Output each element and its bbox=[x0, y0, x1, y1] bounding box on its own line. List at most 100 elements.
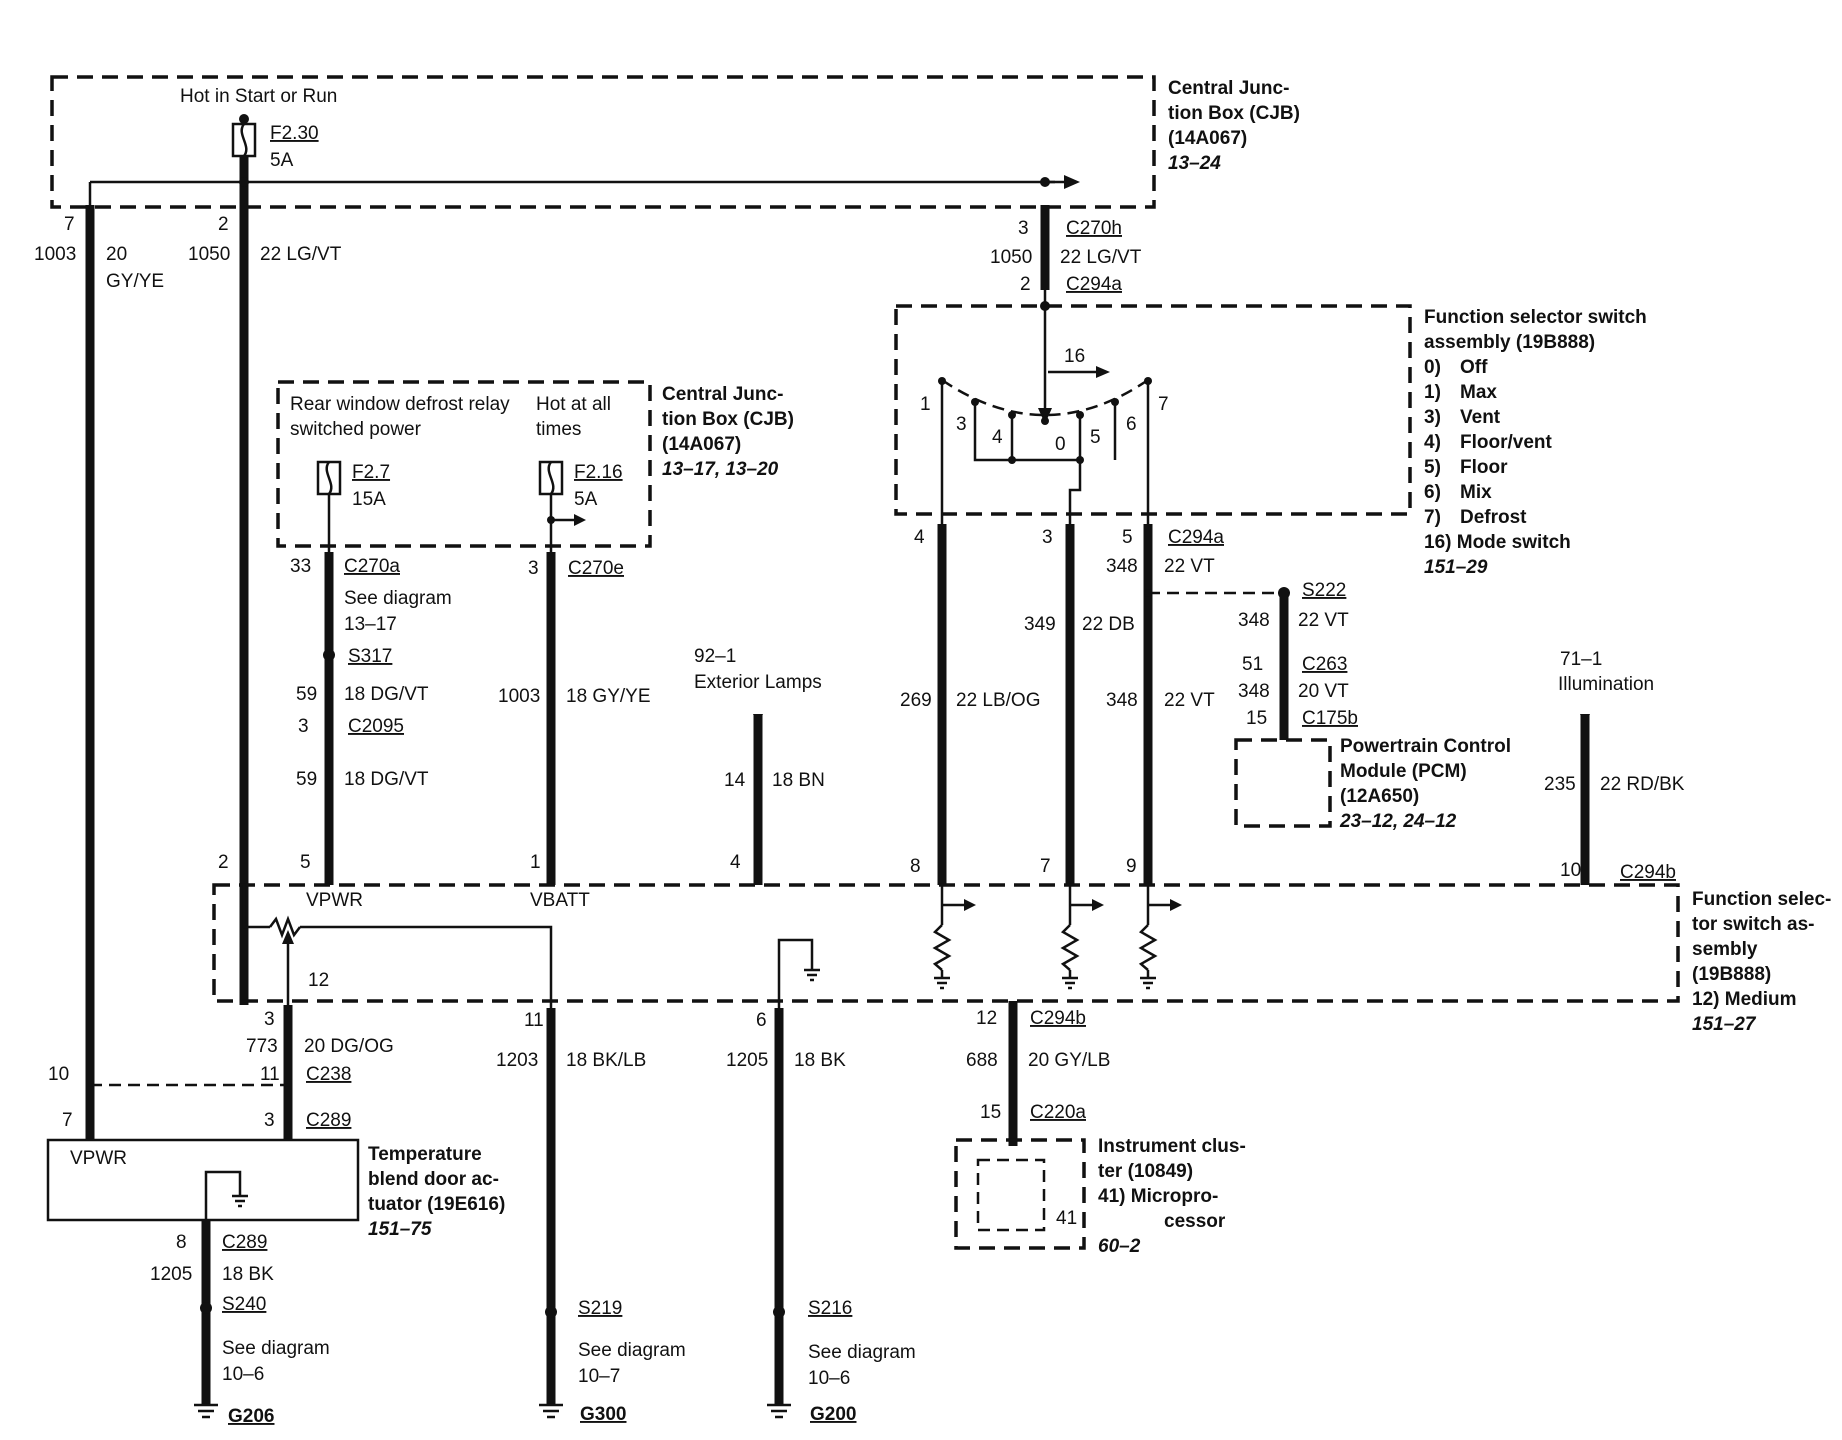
svg-text:1205: 1205 bbox=[150, 1264, 192, 1285]
resistor-ground-269 bbox=[932, 885, 976, 990]
svg-text:18 BN: 18 BN bbox=[772, 770, 825, 791]
svg-text:G206: G206 bbox=[228, 1406, 274, 1427]
svg-text:773: 773 bbox=[246, 1036, 278, 1057]
mode-switch-label: 16 bbox=[1064, 346, 1085, 367]
svg-text:10: 10 bbox=[1560, 860, 1581, 881]
svg-text:18 DG/VT: 18 DG/VT bbox=[344, 769, 429, 790]
svg-text:Max: Max bbox=[1460, 382, 1497, 403]
splice-s216 bbox=[773, 1306, 785, 1318]
svg-text:18 BK: 18 BK bbox=[222, 1264, 274, 1285]
function-selector-box bbox=[894, 304, 1412, 516]
svg-text:Rear window defrost relay: Rear window defrost relay bbox=[290, 394, 510, 415]
connector-c289-bottom: C289 bbox=[222, 1232, 267, 1253]
svg-text:4): 4) bbox=[1424, 432, 1441, 453]
cluster-title: Instrument clus- ter (10849) 41) Micropr… bbox=[1098, 1136, 1246, 1257]
svg-text:4: 4 bbox=[730, 852, 741, 873]
svg-text:Temperature: Temperature bbox=[368, 1144, 482, 1165]
svg-text:sembly: sembly bbox=[1692, 939, 1758, 960]
svg-text:12: 12 bbox=[308, 970, 329, 991]
connector-c294a-top: C294a bbox=[1066, 274, 1122, 295]
svg-text:S240: S240 bbox=[222, 1294, 266, 1315]
svg-text:switched power: switched power bbox=[290, 419, 422, 440]
svg-text:5A: 5A bbox=[574, 489, 598, 510]
svg-text:15A: 15A bbox=[352, 489, 386, 510]
connector-c175b: C175b bbox=[1302, 708, 1358, 729]
svg-text:348: 348 bbox=[1238, 610, 1270, 631]
svg-text:5): 5) bbox=[1424, 457, 1441, 478]
pcm-title: Powertrain Control Module (PCM) (12A650)… bbox=[1339, 736, 1511, 832]
svg-text:S317: S317 bbox=[348, 646, 392, 667]
svg-text:71–1: 71–1 bbox=[1560, 649, 1602, 670]
splice-s240 bbox=[200, 1302, 212, 1314]
svg-text:F2.16: F2.16 bbox=[574, 462, 623, 483]
svg-text:51: 51 bbox=[1242, 654, 1263, 675]
svg-text:1203: 1203 bbox=[496, 1050, 538, 1071]
svg-text:(12A650): (12A650) bbox=[1340, 786, 1419, 807]
vbatt-label: VBATT bbox=[530, 890, 590, 911]
mode-arrow-icon bbox=[1096, 366, 1110, 378]
svg-text:269: 269 bbox=[900, 690, 932, 711]
svg-text:8: 8 bbox=[910, 856, 921, 877]
cjb-top-box bbox=[50, 75, 1156, 209]
connector-c270h: C270h bbox=[1066, 218, 1122, 239]
gauge-20-label: 20 bbox=[106, 244, 127, 265]
svg-text:S222: S222 bbox=[1302, 580, 1346, 601]
pin-7-label: 7 bbox=[64, 214, 75, 235]
svg-text:See diagram: See diagram bbox=[808, 1342, 916, 1363]
svg-text:15: 15 bbox=[980, 1102, 1001, 1123]
svg-text:151–27: 151–27 bbox=[1692, 1014, 1757, 1035]
svg-text:Central Junc-: Central Junc- bbox=[662, 384, 783, 405]
svg-text:times: times bbox=[536, 419, 581, 440]
svg-text:blend door ac-: blend door ac- bbox=[368, 1169, 499, 1190]
svg-text:10–6: 10–6 bbox=[222, 1364, 264, 1385]
svg-text:Off: Off bbox=[1460, 357, 1488, 378]
cluster-inner-box bbox=[976, 1158, 1046, 1232]
fsa-bottom-title: Function selec- tor switch as- sembly (1… bbox=[1692, 889, 1831, 1035]
svg-text:tor switch as-: tor switch as- bbox=[1692, 914, 1814, 935]
connector-c2095: C2095 bbox=[348, 716, 404, 737]
svg-text:0: 0 bbox=[1055, 434, 1066, 455]
svg-text:3: 3 bbox=[298, 716, 309, 737]
svg-text:22 LB/OG: 22 LB/OG bbox=[956, 690, 1041, 711]
svg-text:Instrument clus-: Instrument clus- bbox=[1098, 1136, 1246, 1157]
svg-text:11: 11 bbox=[260, 1064, 280, 1085]
svg-text:10–6: 10–6 bbox=[808, 1368, 850, 1389]
svg-text:4: 4 bbox=[914, 527, 925, 548]
resistor-ground-348 bbox=[1138, 885, 1182, 990]
svg-text:S216: S216 bbox=[808, 1298, 852, 1319]
svg-text:60–2: 60–2 bbox=[1098, 1236, 1141, 1257]
cjb-top-title: Central Junc- tion Box (CJB) (14A067) 13… bbox=[1168, 78, 1300, 174]
svg-text:59: 59 bbox=[296, 769, 317, 790]
svg-text:Floor/vent: Floor/vent bbox=[1460, 432, 1553, 453]
splice-s317 bbox=[323, 649, 335, 661]
ground-g200-icon bbox=[767, 1403, 791, 1419]
svg-text:Vent: Vent bbox=[1460, 407, 1501, 428]
svg-text:Mix: Mix bbox=[1460, 482, 1492, 503]
svg-text:F2.7: F2.7 bbox=[352, 462, 390, 483]
svg-text:348: 348 bbox=[1106, 556, 1138, 577]
vpwr-label: VPWR bbox=[306, 890, 363, 911]
connector-c294b-bottom: C294b bbox=[1030, 1008, 1086, 1029]
svg-text:1205: 1205 bbox=[726, 1050, 768, 1071]
cjb-top-hot-label: Hot in Start or Run bbox=[180, 86, 337, 107]
svg-text:Powertrain Control: Powertrain Control bbox=[1340, 736, 1511, 757]
svg-text:Hot at all: Hot at all bbox=[536, 394, 611, 415]
svg-text:688: 688 bbox=[966, 1050, 998, 1071]
actuator-title: Temperature blend door ac- tuator (19E61… bbox=[368, 1144, 505, 1240]
svg-text:5: 5 bbox=[1122, 527, 1133, 548]
svg-text:7): 7) bbox=[1424, 507, 1441, 528]
svg-text:10–7: 10–7 bbox=[578, 1366, 620, 1387]
svg-text:348: 348 bbox=[1238, 681, 1270, 702]
svg-text:(19B888): (19B888) bbox=[1692, 964, 1771, 985]
svg-text:Floor: Floor bbox=[1460, 457, 1508, 478]
svg-text:20 VT: 20 VT bbox=[1298, 681, 1349, 702]
pcm-box bbox=[1234, 738, 1332, 828]
svg-text:1050: 1050 bbox=[990, 247, 1032, 268]
resistor-ground-349 bbox=[1060, 885, 1104, 990]
svg-text:G200: G200 bbox=[810, 1404, 856, 1425]
svg-text:Central Junc-: Central Junc- bbox=[1168, 78, 1289, 99]
svg-text:8: 8 bbox=[176, 1232, 187, 1253]
connector-c238: C238 bbox=[306, 1064, 351, 1085]
circuit-1050-label: 1050 bbox=[188, 244, 230, 265]
svg-text:14: 14 bbox=[724, 770, 746, 791]
